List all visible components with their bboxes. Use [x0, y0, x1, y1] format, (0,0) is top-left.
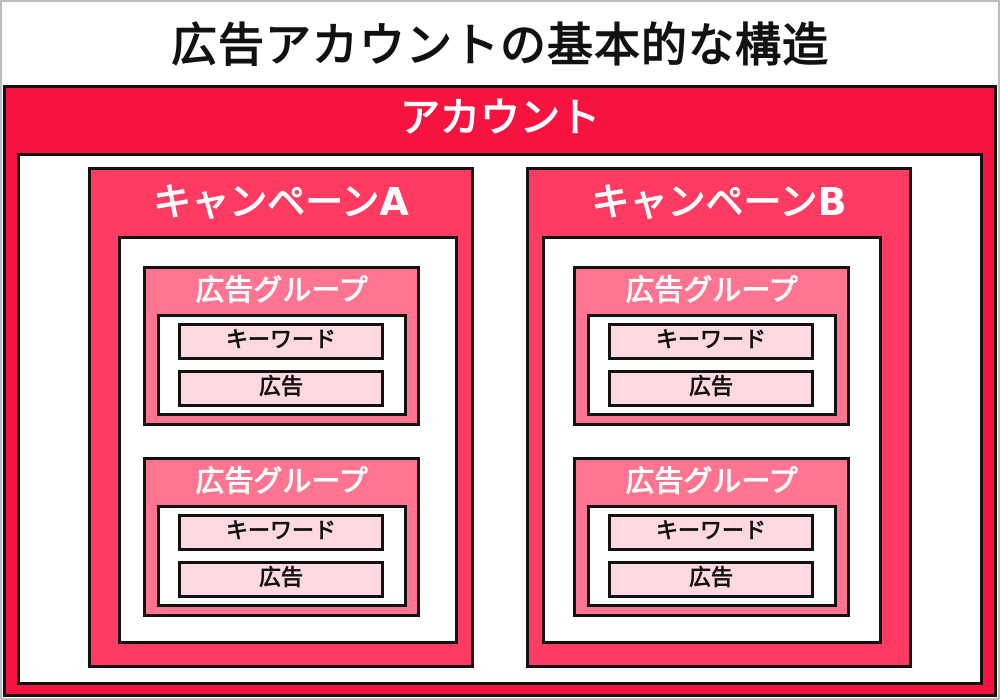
campaign-a-ad-group-1-ad-box: 広告	[178, 370, 384, 407]
campaign-b-ad-group-2-label: 広告グループ	[625, 464, 798, 498]
campaign-a-ad-group-1-label: 広告グループ	[195, 273, 368, 307]
campaign-a-ad-group-2-ad-box: 広告	[178, 561, 384, 598]
campaign-b-ad-group-2-keyword-box: キーワード	[608, 514, 814, 551]
campaign-b-ad-group-1-label: 広告グループ	[625, 273, 798, 307]
campaign-b-ad-group-1-keyword-box: キーワード	[608, 323, 814, 360]
diagram-title: 広告アカウントの基本的な構造	[171, 18, 829, 72]
campaign-b-ad-group-1-ad-box: 広告	[608, 370, 814, 407]
campaign-a-ad-group-2-keyword-box: キーワード	[178, 514, 384, 551]
campaign-a-ad-group-1-keyword-box: キーワード	[178, 323, 384, 360]
campaign-a-label: キャンペーンA	[153, 180, 409, 224]
campaign-b-label: キャンペーンB	[591, 180, 847, 224]
campaign-b-ad-group-2-ad-box: 広告	[608, 561, 814, 598]
account-label: アカウント	[400, 95, 600, 141]
campaign-a-ad-group-2-label: 広告グループ	[195, 464, 368, 498]
